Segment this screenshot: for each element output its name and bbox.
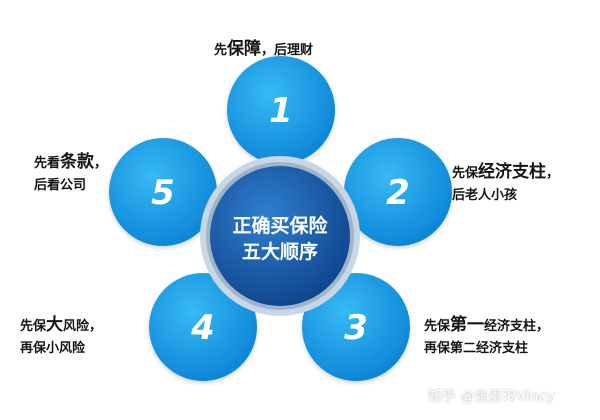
watermark: 知乎 @张素玲Vincy <box>428 389 555 405</box>
center-title-line2: 五大顺序 <box>242 240 318 263</box>
step-label-4-line1: 先保大风险， <box>20 315 103 335</box>
center-core <box>210 166 350 306</box>
step-label-1-line1: 先保障，后理财 <box>214 39 314 59</box>
step-circle-4 <box>149 273 257 381</box>
step-label-5-line2: 后看公司 <box>34 177 87 193</box>
step-number-5: 5 <box>151 173 175 213</box>
step-label-2-line2: 后老人小孩 <box>452 187 518 203</box>
step-number-1: 1 <box>269 91 293 131</box>
step-circle-3 <box>302 273 410 381</box>
step-label-2: 先保经济支柱， 后老人小孩 <box>452 160 559 205</box>
step-label-4-line2: 再保小风险 <box>20 340 86 356</box>
step-number-2: 2 <box>386 173 410 213</box>
step-circle-5 <box>109 138 217 246</box>
step-label-3: 先保第一经济支柱， 再保第二经济支柱 <box>424 313 549 358</box>
step-label-3-line1: 先保第一经济支柱， <box>424 315 550 335</box>
center-title-line1: 正确买保险 <box>232 214 328 237</box>
step-label-3-line2: 再保第二经济支柱 <box>424 340 529 356</box>
step-label-2-line1: 先保经济支柱， <box>452 162 560 182</box>
step-circle-1 <box>227 56 335 164</box>
step-circle-2 <box>344 138 452 246</box>
step-number-4: 4 <box>190 308 215 348</box>
step-number-3: 3 <box>344 308 368 348</box>
step-label-1: 先保障，后理财 <box>214 37 313 63</box>
step-label-5-line1: 先看条款， <box>34 152 108 172</box>
step-label-4: 先保大风险， 再保小风险 <box>20 313 102 358</box>
outer-circles <box>109 56 452 381</box>
center-circle: 正确买保险 五大顺序 <box>200 156 360 316</box>
step-numbers: 1 2 3 4 5 <box>151 91 410 348</box>
step-label-5: 先看条款， 后看公司 <box>34 150 107 195</box>
